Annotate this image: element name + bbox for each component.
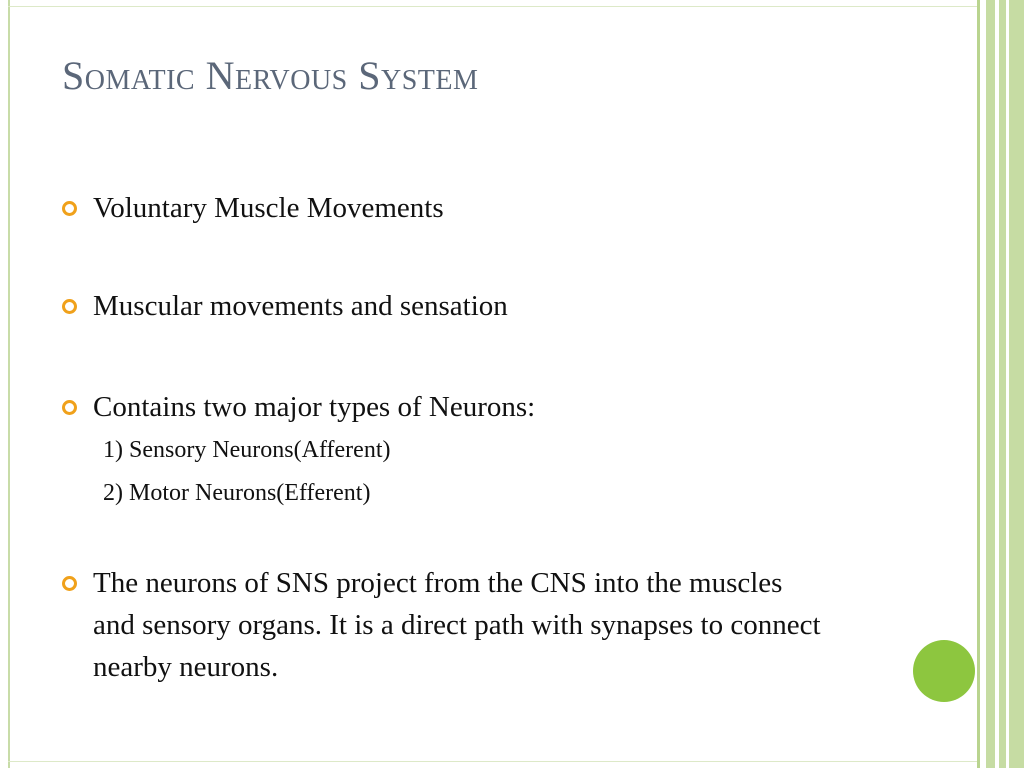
right-stripe-gap: [1006, 0, 1009, 768]
frame-left-line: [8, 0, 10, 768]
bullet-text: Contains two major types of Neurons:: [93, 391, 536, 423]
bullet-circle-icon: [62, 400, 77, 415]
right-stripe: [986, 0, 995, 768]
frame-bottom-line: [8, 761, 980, 762]
frame-top-line: [8, 6, 980, 7]
slide-title: Somatic Nervous System: [62, 53, 479, 98]
bullet-text: The neurons of SNS project from the CNS …: [93, 567, 821, 683]
right-stripe: [1009, 0, 1024, 768]
bullet-item: Voluntary Muscle Movements: [62, 187, 862, 229]
right-stripe-gap: [995, 0, 999, 768]
bullet-circle-icon: [62, 299, 77, 314]
decorative-green-circle: [913, 640, 975, 702]
right-stripe: [999, 0, 1006, 768]
bullet-item: Contains two major types of Neurons:: [62, 386, 862, 428]
bullet-item: The neurons of SNS project from the CNS …: [62, 562, 822, 688]
bullet-text: Voluntary Muscle Movements: [93, 192, 444, 224]
sub-list-item: 2) Motor Neurons(Efferent): [103, 480, 371, 506]
right-stripe-gap: [980, 0, 986, 768]
bullet-circle-icon: [62, 576, 77, 591]
right-stripe: [977, 0, 980, 768]
bullet-circle-icon: [62, 201, 77, 216]
bullet-item: Muscular movements and sensation: [62, 285, 862, 327]
bullet-text: Muscular movements and sensation: [93, 290, 508, 322]
sub-list-item: 1) Sensory Neurons(Afferent): [103, 437, 391, 463]
